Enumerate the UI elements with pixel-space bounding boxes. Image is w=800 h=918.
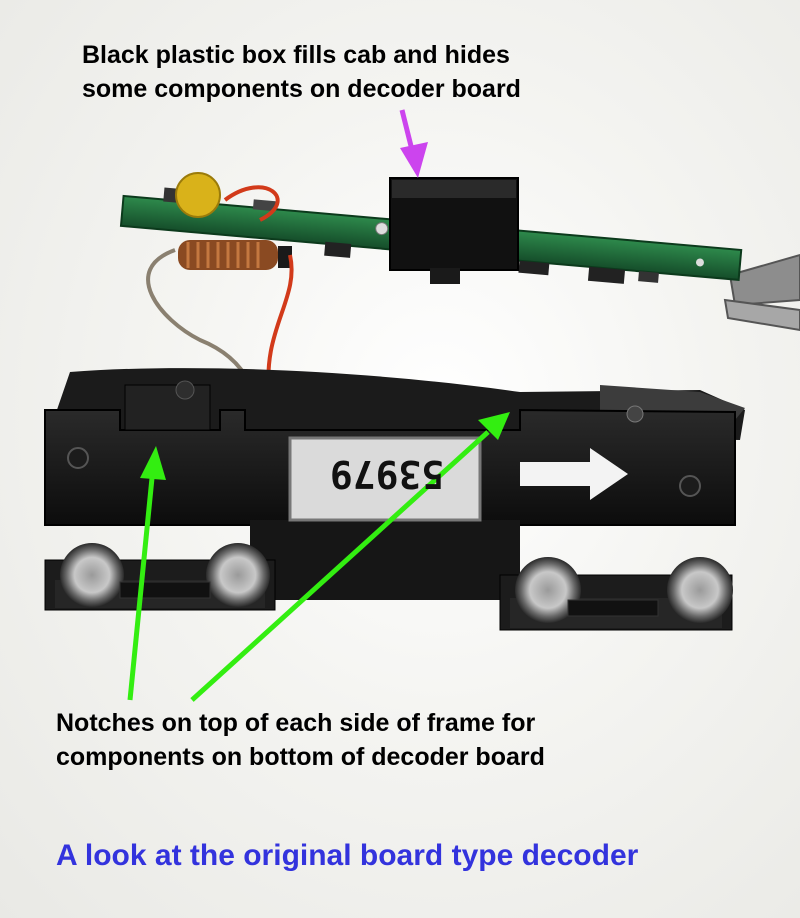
direction-arrow-icon (520, 448, 628, 500)
alligator-clip (723, 253, 800, 332)
inductor-coil (178, 240, 292, 270)
box-caption-line-1: Black plastic box fills cab and hides (82, 41, 510, 69)
image-title: A look at the original board type decode… (56, 839, 639, 872)
green-pointer-arrow-right (190, 412, 510, 702)
notch-caption-line-2: components on bottom of decoder board (56, 743, 545, 771)
magenta-pointer-arrow (399, 109, 428, 178)
number-plate (288, 436, 482, 522)
box-caption-line-2: some components on decoder board (82, 75, 521, 103)
green-pointer-arrow-left (127, 446, 166, 701)
notch-caption-line-1: Notches on top of each side of frame for (56, 709, 536, 737)
notch-caption: Notches on top of each side of frame for… (56, 706, 696, 774)
unit-number: 53979 (329, 452, 445, 496)
black-plastic-box (389, 177, 519, 284)
box-caption: Black plastic box fills cab and hides so… (82, 38, 642, 106)
rear-truck (499, 557, 733, 631)
yellow-capacitor (175, 172, 221, 218)
front-truck (44, 543, 276, 611)
